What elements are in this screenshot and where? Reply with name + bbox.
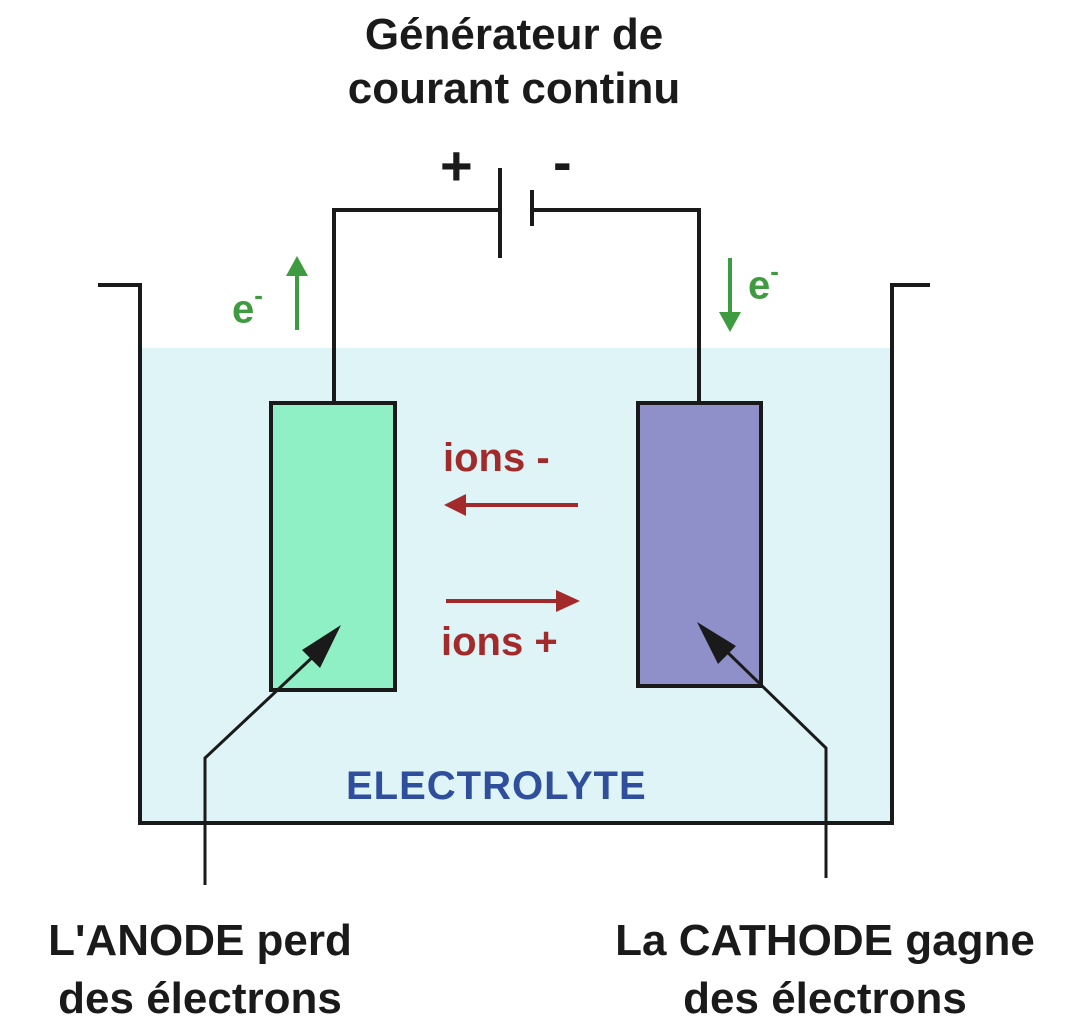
electron-label-cathode: e- bbox=[748, 258, 779, 308]
anode-pointer bbox=[203, 625, 341, 885]
anode-electrode bbox=[269, 401, 397, 692]
minus-terminal-label: - bbox=[553, 130, 572, 193]
wire-cathode bbox=[532, 208, 701, 403]
electron-arrow-down bbox=[719, 258, 741, 332]
electron-label-anode: e- bbox=[232, 282, 263, 332]
anode-caption-line1: L'ANODE perd bbox=[48, 916, 352, 965]
positive-ions-label: ions + bbox=[441, 620, 558, 664]
anode-caption: L'ANODE perd des électrons bbox=[10, 912, 390, 1028]
electrolyte-liquid bbox=[141, 348, 892, 823]
cathode-pointer bbox=[697, 622, 828, 878]
generator-title: Générateur de courant continu bbox=[300, 13, 728, 111]
cathode-caption-line1: La CATHODE gagne bbox=[615, 916, 1035, 965]
cathode-electrode bbox=[636, 401, 763, 688]
plus-terminal-label: + bbox=[440, 134, 473, 197]
electron-charge: - bbox=[254, 280, 263, 310]
anode-caption-line2: des électrons bbox=[58, 974, 342, 1024]
negative-ions-label: ions - bbox=[443, 436, 550, 480]
electron-arrow-up bbox=[286, 256, 308, 330]
electron-symbol: e bbox=[232, 287, 255, 332]
cathode-caption-line2: des électrons bbox=[683, 974, 967, 1024]
electrolyte-label: ELECTROLYTE bbox=[346, 764, 647, 808]
electron-charge: - bbox=[770, 256, 779, 286]
ion-arrow-left bbox=[444, 494, 578, 516]
container-outline bbox=[98, 283, 930, 825]
ion-arrow-right bbox=[446, 590, 580, 612]
generator-title-line2: courant continu bbox=[347, 64, 681, 113]
cathode-caption: La CATHODE gagne des électrons bbox=[582, 912, 1068, 1028]
generator-title-line1: Générateur de bbox=[364, 10, 664, 59]
electron-symbol: e bbox=[748, 263, 771, 308]
wire-anode bbox=[332, 208, 500, 403]
